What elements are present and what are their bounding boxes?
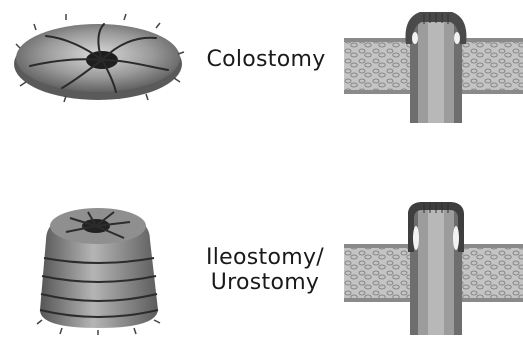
ileostomy-cross-section-illustration	[344, 200, 523, 335]
colostomy-stoma-illustration	[6, 8, 186, 108]
ileostomy-stoma-illustration	[36, 200, 186, 335]
colostomy-label-line: Colostomy	[196, 47, 336, 72]
ileostomy-label-line: Ileostomy/	[190, 245, 340, 270]
colostomy-cross-section-illustration	[344, 8, 523, 123]
urostomy-label-line: Urostomy	[190, 270, 340, 295]
colostomy-label: Colostomy	[196, 47, 336, 72]
ileostomy-urostomy-label: Ileostomy/ Urostomy	[190, 245, 340, 295]
